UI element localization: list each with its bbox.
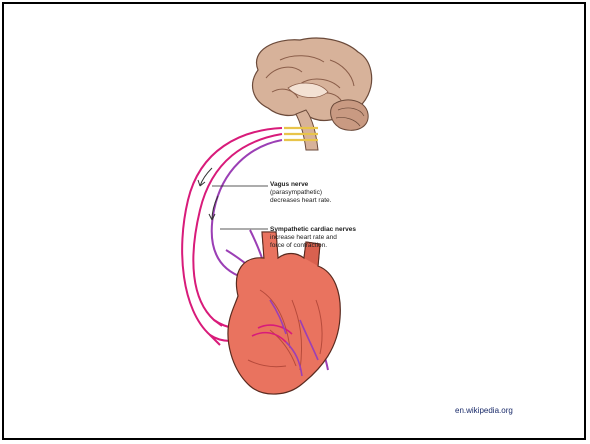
heart-illustration [228,232,340,394]
sympathetic-nerves-line1: increase heart rate and [270,234,356,242]
vagus-nerve-label: Vagus nerve (parasympathetic) decreases … [270,181,331,205]
vagus-nerve-line2: decreases heart rate. [270,197,331,205]
vagus-nerve-line1: (parasympathetic) [270,189,331,197]
sympathetic-nerves-label: Sympathetic cardiac nerves increase hear… [270,226,356,250]
sympathetic-nerves-title: Sympathetic cardiac nerves [270,226,356,234]
source-credit: en.wikipedia.org [455,406,513,415]
sympathetic-nerves-line2: force of contraction. [270,242,356,250]
vagus-nerve-title: Vagus nerve [270,181,331,189]
